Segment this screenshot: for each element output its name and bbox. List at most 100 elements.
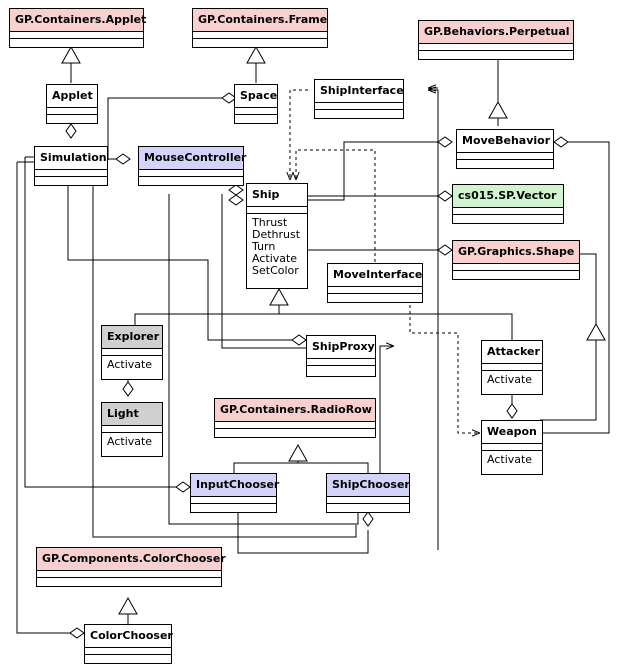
class-input-chooser[interactable]: InputChooser	[190, 473, 279, 513]
class-ship-chooser[interactable]: ShipChooser	[326, 473, 410, 513]
class-name: GP.Containers.Frame	[193, 9, 327, 32]
op-setcolor: SetColor	[252, 264, 299, 277]
class-gp-components-colorchooser[interactable]: GP.Components.ColorChooser	[36, 547, 226, 587]
attacker-operations: Activate	[482, 371, 542, 389]
class-name: Attacker	[482, 341, 542, 364]
assoc-chooser-ship	[168, 194, 359, 525]
inherit-triangle-ship	[269, 287, 289, 306]
class-simulation[interactable]: Simulation	[34, 146, 108, 186]
assoc-ship-movebehavior	[307, 141, 438, 201]
class-space[interactable]: Space	[234, 84, 278, 124]
class-ship[interactable]: Ship Thrust Dethrust Turn Activate SetCo…	[246, 183, 308, 289]
diamond-ship-bottom	[228, 194, 244, 206]
class-name: Applet	[47, 85, 97, 108]
realize-ship-shipinterface	[290, 89, 308, 180]
class-name: InputChooser	[191, 474, 279, 497]
class-name: GP.Components.ColorChooser	[37, 548, 226, 571]
class-gp-behaviors-perpetual[interactable]: GP.Behaviors.Perpetual	[418, 20, 574, 60]
op-dethrust: Dethrust	[252, 228, 301, 241]
class-name: MouseController	[139, 147, 246, 170]
class-name: GP.Containers.RadioRow	[215, 399, 375, 422]
class-name: ColorChooser	[85, 625, 173, 648]
class-gp-containers-frame[interactable]: GP.Containers.Frame	[192, 8, 328, 48]
class-light[interactable]: Light Activate	[101, 402, 163, 457]
inherit-explorer-line	[134, 295, 280, 325]
op-turn: Turn	[252, 240, 276, 253]
assoc-proxy-ship	[221, 194, 306, 349]
class-name: ShipChooser	[327, 474, 410, 497]
assoc-chooser-shipproxy	[379, 346, 394, 512]
inherit-triangle-movebehavior	[488, 100, 508, 119]
assoc-simulation-ship	[67, 186, 292, 341]
class-name: Simulation	[35, 147, 107, 170]
diamond-movebehavior-right	[553, 136, 569, 148]
class-move-interface[interactable]: MoveInterface	[327, 263, 423, 303]
class-name: ShipInterface	[315, 80, 404, 103]
class-gp-containers-radiorow[interactable]: GP.Containers.RadioRow	[214, 398, 376, 438]
class-ship-proxy[interactable]: ShipProxy	[306, 335, 376, 377]
class-name: Ship	[247, 184, 307, 207]
diamond-ship-top	[228, 184, 244, 196]
explorer-operations: Activate	[102, 356, 162, 374]
class-color-chooser[interactable]: ColorChooser	[84, 624, 173, 664]
inherit-triangle-colorchooser	[118, 596, 138, 615]
diamond-movebehavior-left	[437, 136, 453, 148]
class-attacker[interactable]: Attacker Activate	[481, 340, 543, 395]
op-activate: Activate	[487, 373, 533, 386]
class-gp-graphics-shape[interactable]: GP.Graphics.Shape	[452, 240, 580, 280]
class-weapon[interactable]: Weapon Activate	[481, 420, 543, 475]
diamond-weapon	[506, 403, 518, 419]
class-move-behavior[interactable]: MoveBehavior	[456, 129, 554, 169]
inherit-triangle-radiorow	[288, 443, 308, 462]
op-activate: Activate	[107, 435, 153, 448]
op-activate: Activate	[252, 252, 298, 265]
inherit-shape-line	[580, 253, 597, 324]
diamond-shipchooser	[362, 511, 374, 527]
inherit-triangle-space	[246, 45, 266, 64]
class-name: GP.Graphics.Shape	[453, 241, 579, 264]
diamond-shipproxy	[291, 334, 307, 346]
class-name: GP.Behaviors.Perpetual	[419, 21, 573, 44]
class-gp-containers-applet[interactable]: GP.Containers.Applet	[9, 8, 146, 48]
class-name: MoveBehavior	[457, 130, 553, 153]
realize-ship-moveinterface	[296, 149, 376, 262]
class-name: GP.Containers.Applet	[10, 9, 146, 32]
diamond-colorchooser	[69, 627, 85, 639]
class-name: Weapon	[482, 421, 542, 444]
diamond-shape	[437, 244, 453, 256]
assoc-simulation-shipchooser	[92, 186, 357, 538]
class-ship-interface[interactable]: ShipInterface	[314, 79, 404, 119]
diamond-applet-simulation	[65, 123, 77, 139]
assoc-simulation-colorchooser	[16, 161, 70, 634]
inherit-attacker-line	[279, 313, 513, 340]
op-thrust: Thrust	[252, 216, 288, 229]
assoc-space-simulation	[107, 97, 222, 160]
arrow-to-shipinterface	[428, 90, 439, 550]
class-name: Light	[102, 403, 162, 426]
light-operations: Activate	[102, 433, 162, 451]
class-mouse-controller[interactable]: MouseController	[138, 146, 246, 186]
assoc-inputchooser-shipchooser	[237, 512, 369, 554]
class-cs015-vector[interactable]: cs015.SP.Vector	[452, 184, 564, 224]
op-activate: Activate	[107, 358, 153, 371]
diamond-mousecontroller	[115, 153, 131, 165]
inherit-weapon-line	[540, 340, 597, 421]
inherit-triangle-shape	[586, 322, 606, 341]
class-name: ShipProxy	[307, 336, 375, 359]
class-name: cs015.SP.Vector	[453, 185, 563, 208]
weapon-operations: Activate	[482, 451, 542, 469]
ship-operations: Thrust Dethrust Turn Activate SetColor	[247, 214, 307, 280]
realize-moveinterface-weapon	[409, 287, 480, 433]
diamond-light	[122, 381, 134, 397]
assoc-movebehavior-weapon	[540, 141, 610, 434]
inherit-shipchooser-line	[298, 462, 369, 473]
class-name: Space	[235, 85, 277, 108]
class-explorer[interactable]: Explorer Activate	[101, 325, 163, 380]
diamond-inputchooser	[175, 481, 191, 493]
op-activate: Activate	[487, 453, 533, 466]
class-name: Explorer	[102, 326, 162, 349]
class-name: MoveInterface	[328, 264, 422, 287]
class-applet[interactable]: Applet	[46, 84, 98, 124]
inherit-triangle-applet	[61, 45, 81, 64]
